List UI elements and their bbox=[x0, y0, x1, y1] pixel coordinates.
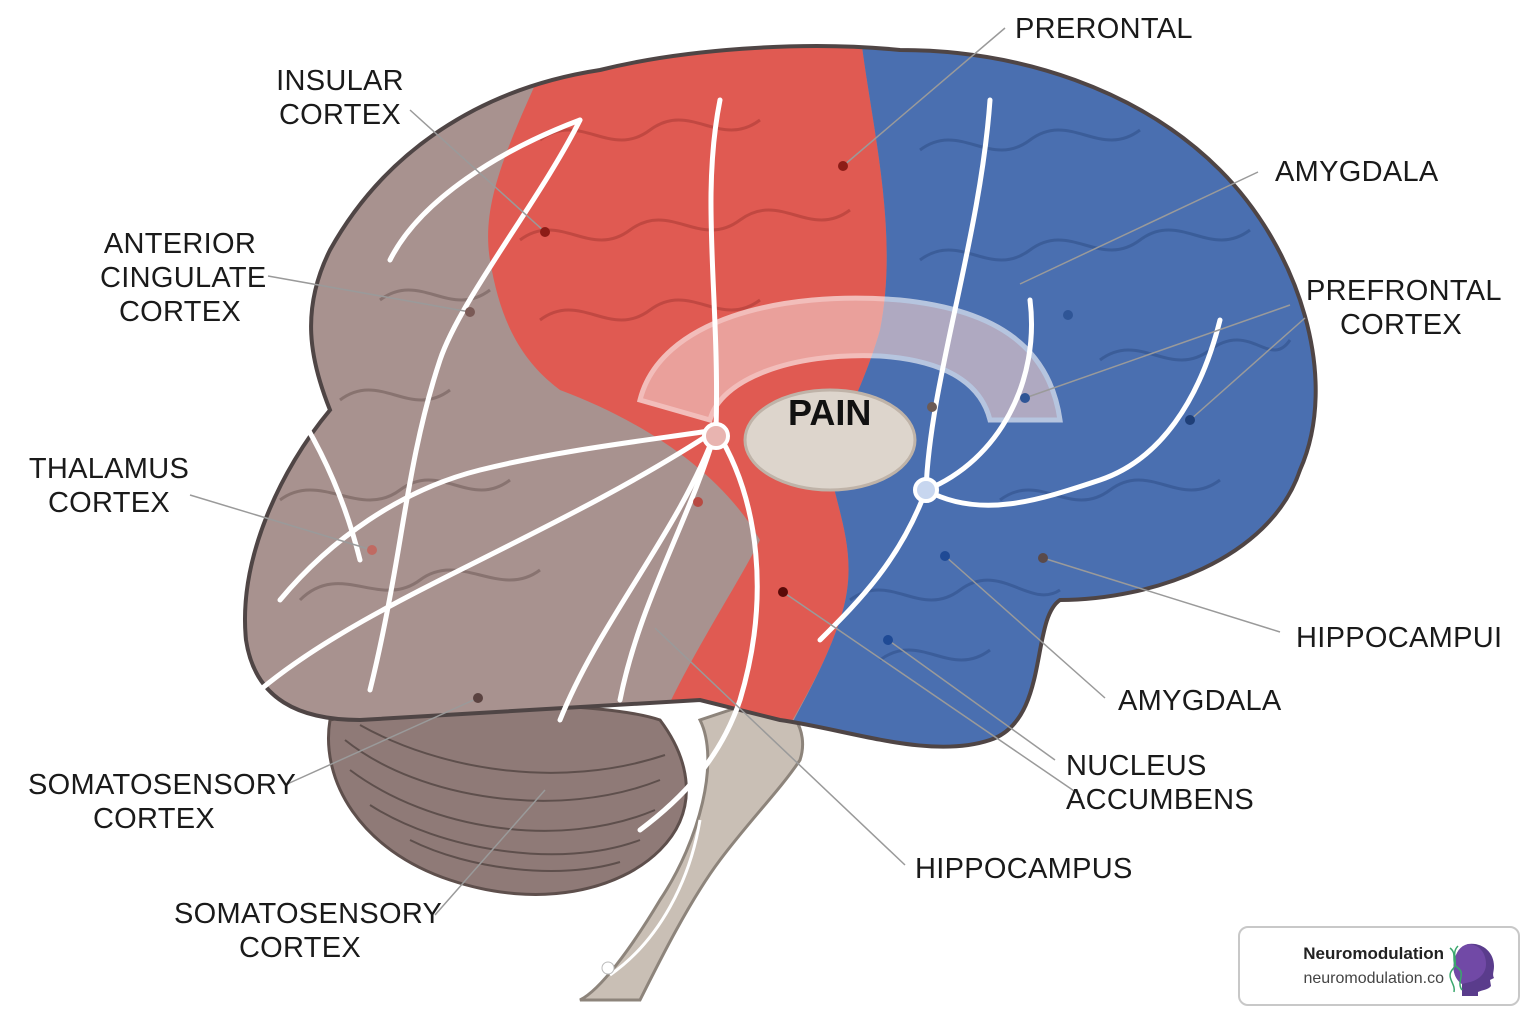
label-somatosensory-cortex-2: SOMATOSENSORY CORTEX bbox=[174, 897, 443, 965]
neural-pathways bbox=[257, 97, 1223, 833]
label-anterior-cingulate-cortex: ANTERIOR CINGULATE CORTEX bbox=[100, 227, 267, 329]
label-thalamus-cortex: THALAMUS CORTEX bbox=[24, 452, 194, 520]
pain-label: PAIN bbox=[788, 392, 872, 433]
label-hippocampui: HIPPOCAMPUI bbox=[1296, 621, 1502, 655]
label-line: CORTEX bbox=[118, 296, 242, 328]
label-line: PRERONTAL bbox=[1015, 13, 1193, 45]
label-line: CORTEX bbox=[92, 803, 216, 835]
label-line: CORTEX bbox=[278, 99, 402, 131]
label-hippocampus: HIPPOCAMPUS bbox=[915, 852, 1133, 886]
brainstem bbox=[579, 698, 805, 1002]
label-line: THALAMUS bbox=[28, 453, 190, 485]
label-line: NUCLEUS bbox=[1066, 750, 1207, 782]
cingulate-band bbox=[636, 295, 1063, 424]
cerebellum bbox=[327, 703, 688, 896]
brand-badge[interactable]: Neuromodulation neuromodulation.co bbox=[1238, 926, 1520, 1006]
label-line: SOMATOSENSORY bbox=[174, 898, 443, 930]
leader-lines bbox=[189, 27, 1306, 916]
brand-name: Neuromodulation bbox=[1303, 944, 1444, 963]
brand-head-logo-icon bbox=[1449, 943, 1494, 996]
label-line: PREFRONTAL bbox=[1306, 275, 1502, 307]
label-line: CORTEX bbox=[238, 932, 362, 964]
label-line: AMYGDALA bbox=[1118, 685, 1282, 717]
label-amygdala-bottom: AMYGDALA bbox=[1118, 684, 1282, 718]
label-amygdala-top: AMYGDALA bbox=[1275, 155, 1439, 189]
label-line: ANTERIOR bbox=[103, 228, 257, 260]
label-insular-cortex: INSULAR CORTEX bbox=[272, 64, 408, 132]
label-line: CINGULATE bbox=[100, 262, 267, 294]
label-line: CORTEX bbox=[1339, 309, 1463, 341]
label-preronal: PRERONTAL bbox=[1015, 12, 1193, 46]
label-line: HIPPOCAMPUS bbox=[915, 853, 1133, 885]
label-line: AMYGDALA bbox=[1275, 156, 1439, 188]
pain-core bbox=[743, 388, 917, 492]
label-line: HIPPOCAMPUI bbox=[1296, 622, 1503, 654]
label-nucleus-accumbens: NUCLEUS ACCUMBENS bbox=[1066, 749, 1254, 817]
label-line: CORTEX bbox=[47, 487, 171, 519]
brand-url: neuromodulation.co bbox=[1303, 970, 1444, 987]
marker-dots bbox=[367, 161, 1195, 703]
label-line: INSULAR bbox=[276, 65, 404, 97]
label-prefrontal-cortex: PREFRONTAL CORTEX bbox=[1306, 274, 1502, 342]
label-line: SOMATOSENSORY bbox=[28, 769, 297, 801]
label-line: ACCUMBENS bbox=[1066, 784, 1254, 816]
label-somatosensory-cortex-1: SOMATOSENSORY CORTEX bbox=[28, 768, 297, 836]
